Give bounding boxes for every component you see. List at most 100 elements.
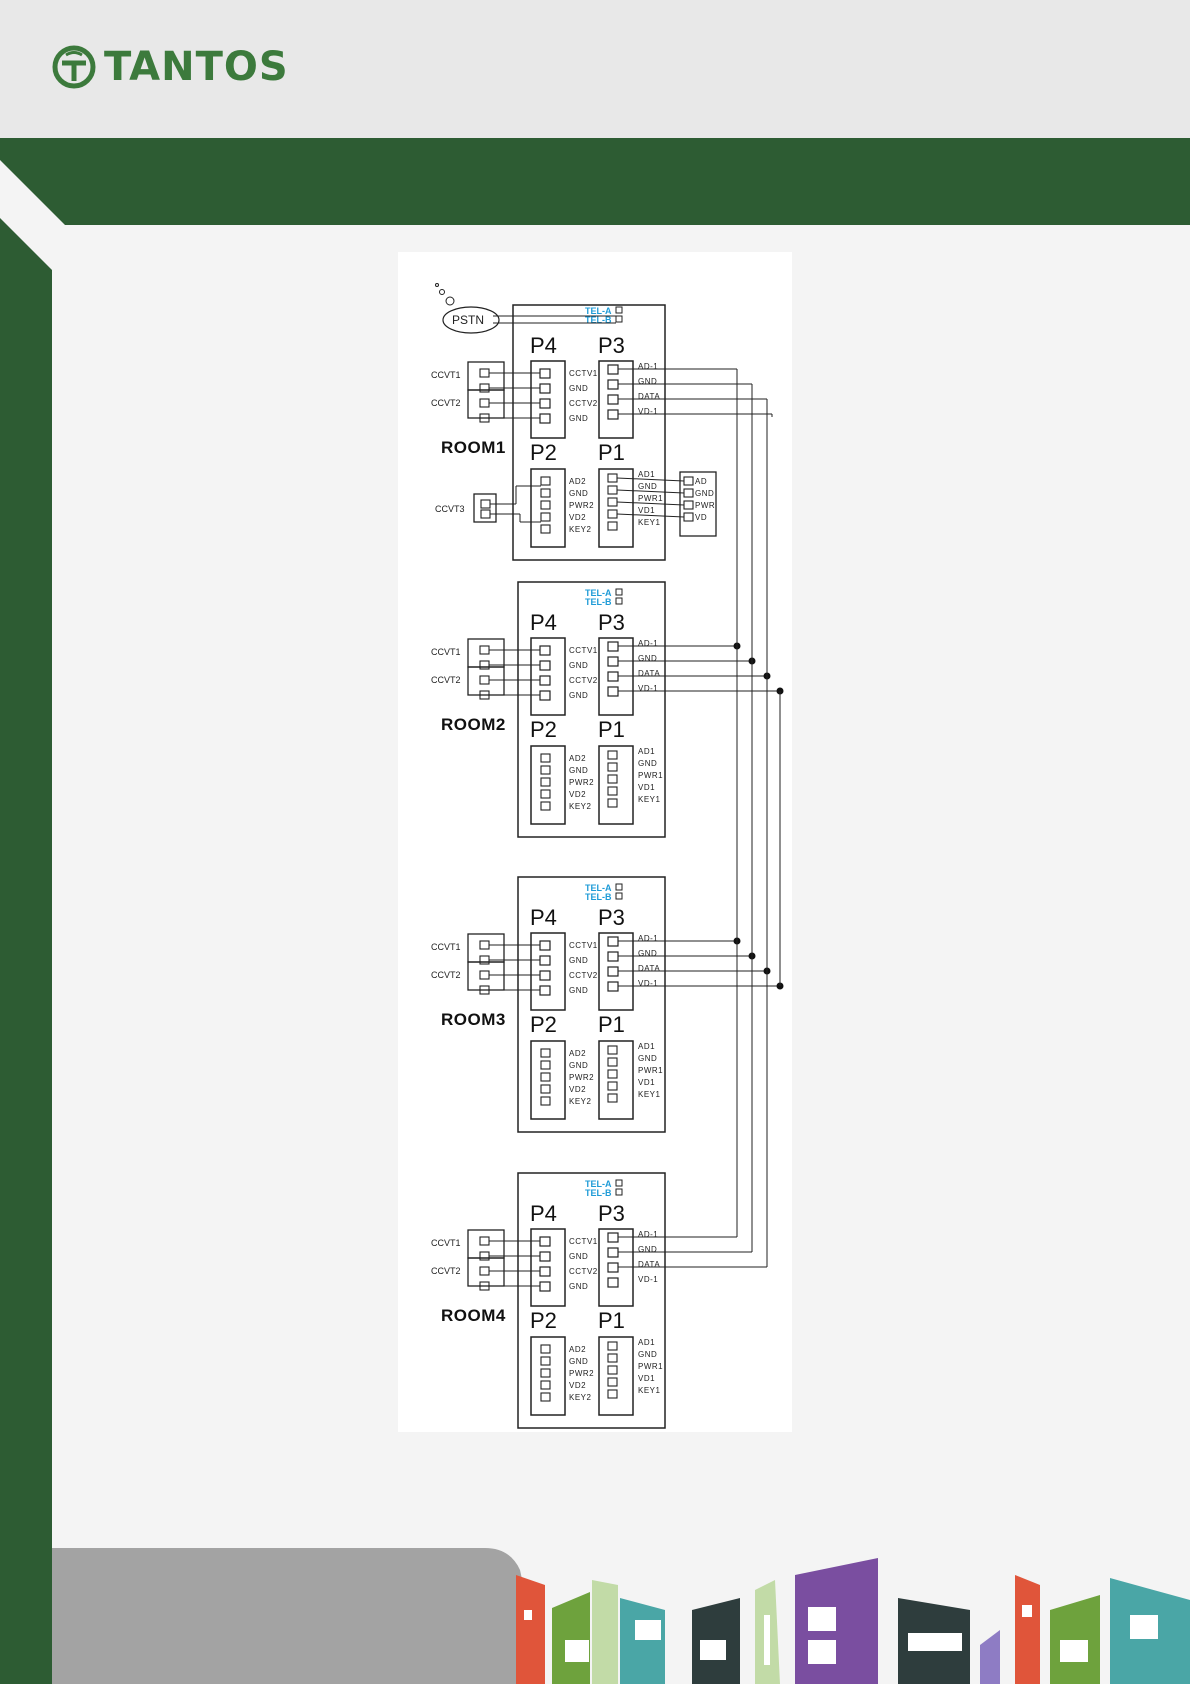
- p2-pin: [540, 1084, 551, 1094]
- external-pin-label: PWR: [695, 501, 715, 510]
- p3-pin-label: GND: [638, 654, 657, 663]
- p3-pin: [607, 1262, 619, 1273]
- p4-pin: [539, 1251, 551, 1262]
- bottom-grey-shape: [52, 1548, 545, 1684]
- p2-pin-label: GND: [569, 1357, 588, 1366]
- ccvt2-terminal-block: [467, 389, 505, 419]
- p2-pin-label: VD2: [569, 1085, 586, 1094]
- p1-pin-label: GND: [638, 482, 657, 491]
- p3-pin-label: GND: [638, 1245, 657, 1254]
- p3-pin-label: GND: [638, 377, 657, 386]
- p4-pin-label: CCTV1: [569, 1237, 598, 1246]
- tantos-logo: TANTOS: [52, 44, 289, 90]
- external-terminal-pin: [683, 512, 694, 522]
- p2-pin: [540, 765, 551, 775]
- p1-pin-label: GND: [638, 759, 657, 768]
- p3-label: P3: [598, 610, 625, 635]
- p2-pin: [540, 1380, 551, 1390]
- p4-pin: [539, 1236, 551, 1247]
- p3-pin-label: DATA: [638, 392, 660, 401]
- camera-terminal-pin: [479, 970, 490, 980]
- p3-pin: [607, 641, 619, 652]
- p4-pin: [539, 970, 551, 981]
- tel-b-terminal: [615, 1188, 623, 1196]
- p4-pin-label: GND: [569, 1252, 588, 1261]
- brand-name: TANTOS: [104, 44, 289, 90]
- p4-pin-label: GND: [569, 1282, 588, 1291]
- p2-pin: [540, 1048, 551, 1058]
- tel-a-label: TEL-A: [585, 588, 612, 598]
- p1-pin-label: VD1: [638, 506, 655, 515]
- p2-pin-label: AD2: [569, 1345, 586, 1354]
- p2-pin-label: PWR2: [569, 501, 594, 510]
- p1-pin: [607, 509, 618, 519]
- p1-label: P1: [598, 1308, 625, 1333]
- tel-a-label: TEL-A: [585, 306, 612, 316]
- camera-terminal-pin: [479, 955, 490, 965]
- p1-label: P1: [598, 440, 625, 465]
- ccvt1-label: CCVT1: [431, 1238, 461, 1248]
- p1-pin: [607, 1341, 618, 1351]
- p2-pin-label: GND: [569, 766, 588, 775]
- p1-pin: [607, 485, 618, 495]
- p4-pin-label: GND: [569, 384, 588, 393]
- p3-pin-label: AD-1: [638, 1230, 658, 1239]
- tel-b-label: TEL-B: [585, 597, 612, 607]
- external-terminal-pin: [683, 476, 694, 486]
- p1-pin-label: VD1: [638, 1374, 655, 1383]
- ccvt3-terminal-block: [473, 493, 497, 523]
- p2-pin-label: PWR2: [569, 778, 594, 787]
- pstn-cloud: [435, 283, 500, 334]
- p3-pin-label: VD-1: [638, 684, 658, 693]
- p4-pin: [539, 383, 551, 394]
- external-pin-label: AD: [695, 477, 707, 486]
- ccvt2-terminal-block: [467, 961, 505, 991]
- p4-label: P4: [530, 905, 557, 930]
- ccvt1-terminal-block: [467, 1229, 505, 1259]
- p3-pin: [607, 1247, 619, 1258]
- p4-pin-label: GND: [569, 661, 588, 670]
- ccvt1-label: CCVT1: [431, 370, 461, 380]
- p4-connector: [530, 637, 566, 716]
- indoor-unit-board: [512, 304, 666, 561]
- p4-pin-label: CCTV2: [569, 399, 598, 408]
- p4-pin: [539, 985, 551, 996]
- tel-b-label: TEL-B: [585, 315, 612, 325]
- external-wire: [616, 489, 685, 494]
- p1-pin: [607, 521, 618, 531]
- pstn-label: PSTN: [452, 313, 484, 327]
- p4-pin-label: CCTV2: [569, 971, 598, 980]
- p2-label: P2: [530, 717, 557, 742]
- p1-pin-label: PWR1: [638, 494, 663, 503]
- external-terminal-pin: [683, 488, 694, 498]
- p3-pin-label: GND: [638, 949, 657, 958]
- p1-pin-label: KEY1: [638, 795, 661, 804]
- ccvt2-label: CCVT2: [431, 1266, 461, 1276]
- p2-pin: [540, 777, 551, 787]
- p2-pin: [540, 1356, 551, 1366]
- p3-pin: [607, 951, 619, 962]
- p2-connector: [530, 1040, 566, 1120]
- p4-pin-label: GND: [569, 986, 588, 995]
- p2-pin: [540, 1096, 551, 1106]
- p4-pin: [539, 413, 551, 424]
- p1-pin-label: GND: [638, 1350, 657, 1359]
- p1-connector: [598, 1040, 634, 1120]
- p4-pin: [539, 955, 551, 966]
- p3-pin-label: DATA: [638, 1260, 660, 1269]
- tel-b-terminal: [615, 892, 623, 900]
- p3-pin-label: VD-1: [638, 1275, 658, 1284]
- tel-a-label: TEL-A: [585, 1179, 612, 1189]
- external-wire: [616, 501, 685, 506]
- p1-pin-label: KEY1: [638, 1090, 661, 1099]
- tel-a-terminal: [615, 883, 623, 891]
- p2-connector: [530, 468, 566, 548]
- p4-connector: [530, 360, 566, 439]
- p2-label: P2: [530, 1012, 557, 1037]
- p3-pin: [607, 966, 619, 977]
- p2-pin: [540, 500, 551, 510]
- p1-pin-label: AD1: [638, 1338, 655, 1347]
- p3-pin-label: VD-1: [638, 407, 658, 416]
- external-terminal-pin: [683, 500, 694, 510]
